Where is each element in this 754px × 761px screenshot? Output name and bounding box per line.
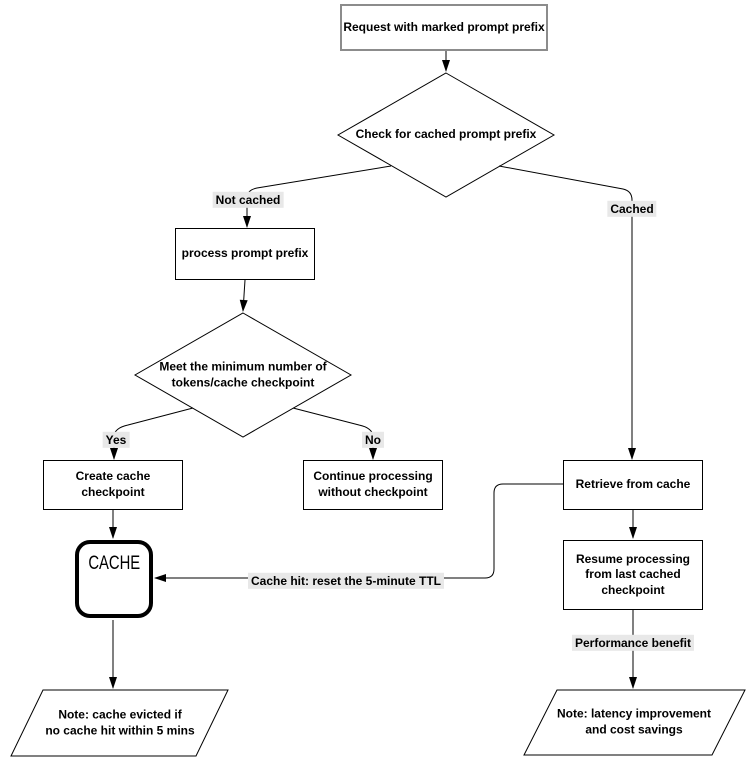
node-request: Request with marked prompt prefix	[340, 4, 548, 51]
edge-min-tokens-no-to-continue	[292, 407, 377, 460]
edge-process-to-min-tokens	[239, 279, 248, 312]
edge-check-cached-to-retrieve	[498, 165, 636, 460]
node-continue-processing-label: Continue processing without checkpoint	[313, 469, 433, 499]
node-cache-store-label: CACHE	[88, 553, 140, 574]
node-retrieve-cache: Retrieve from cache	[563, 460, 703, 510]
edge-label-yes: Yes	[102, 431, 130, 449]
edge-label-cached: Cached	[607, 200, 657, 218]
node-cache-store: CACHE	[75, 540, 153, 618]
node-resume-processing: Resume processing from last cached check…	[563, 540, 703, 610]
edge-label-not-cached: Not cached	[212, 191, 284, 209]
node-resume-processing-label: Resume processing from last cached check…	[575, 551, 691, 597]
edge-label-performance-benefit: Performance benefit	[571, 634, 695, 652]
note-latency-label: Note: latency improvement and cost savin…	[556, 706, 712, 736]
edge-label-cache-hit: Cache hit: reset the 5-minute TTL	[247, 572, 445, 590]
node-create-checkpoint-label: Create cache checkpoint	[75, 469, 151, 499]
node-request-label: Request with marked prompt prefix	[343, 19, 545, 34]
node-retrieve-cache-label: Retrieve from cache	[575, 477, 691, 492]
edge-retrieve-cache-hit-to-cache	[154, 483, 563, 582]
decision-min-tokens-shape	[133, 312, 353, 438]
node-process-prefix-label: process prompt prefix	[181, 246, 309, 261]
decision-min-tokens-label: Meet the minimum number of tokens/cache …	[159, 359, 327, 389]
note-cache-evicted-shape	[10, 689, 229, 757]
decision-check-cached-label: Check for cached prompt prefix	[355, 127, 537, 142]
node-process-prefix: process prompt prefix	[175, 228, 315, 280]
note-latency-shape	[523, 689, 746, 756]
note-cache-evicted-label: Note: cache evicted if no cache hit with…	[45, 707, 195, 737]
node-continue-processing: Continue processing without checkpoint	[303, 460, 443, 510]
edge-label-no: No	[362, 431, 384, 449]
node-create-checkpoint: Create cache checkpoint	[43, 460, 183, 510]
